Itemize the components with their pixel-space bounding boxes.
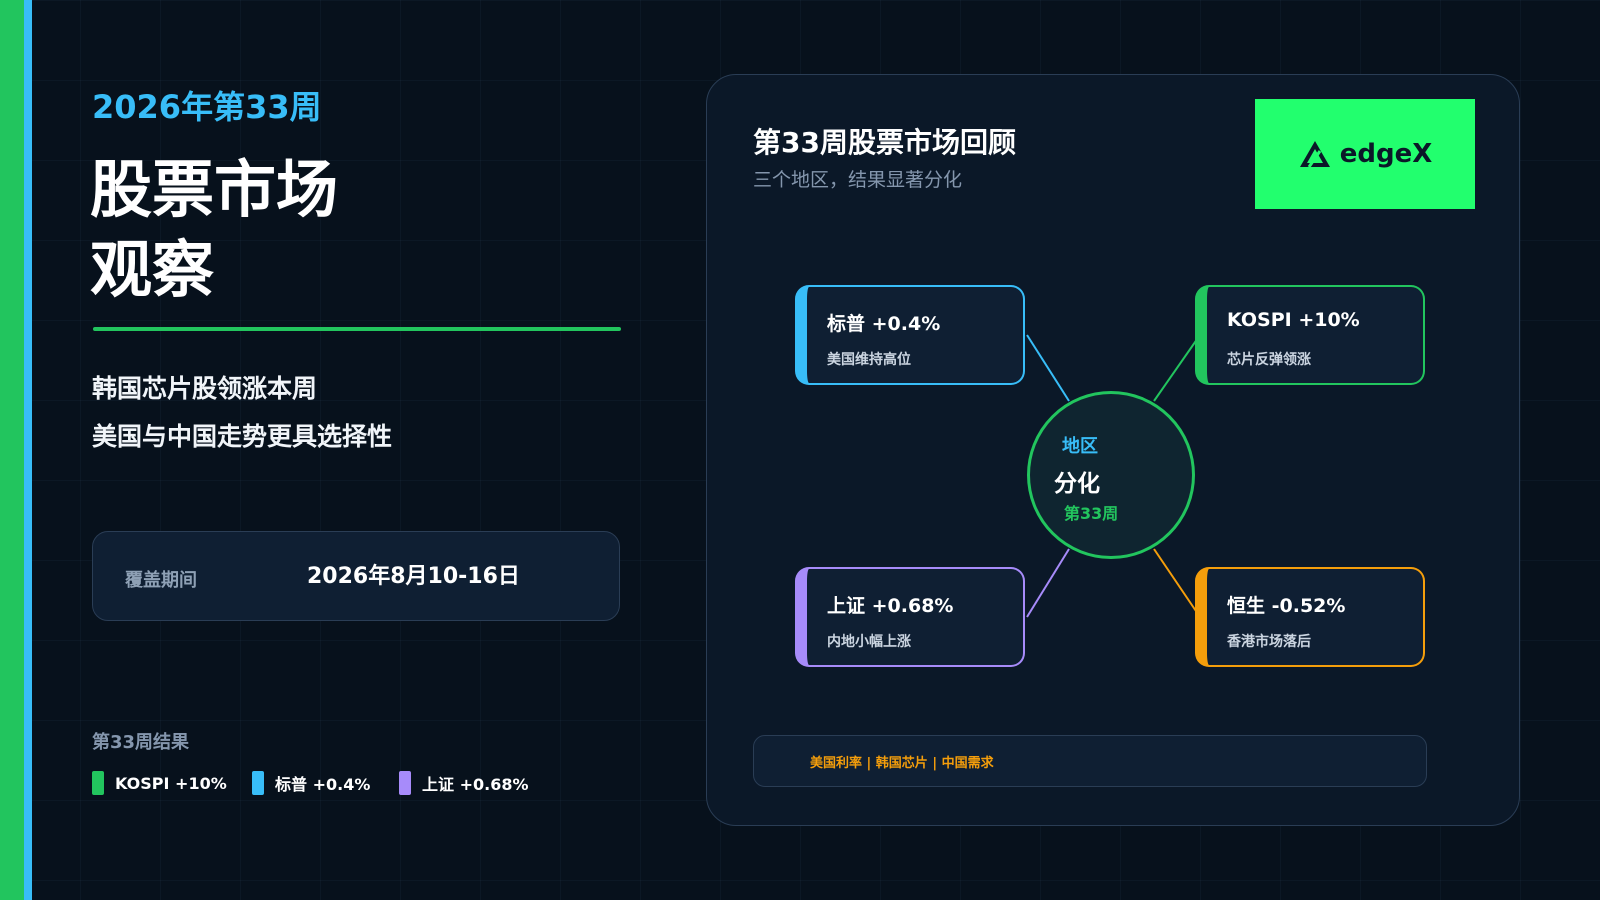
legend-item-shanghai: 上证 +0.68% xyxy=(399,770,529,796)
coverage-period-value: 2026年8月10-16日 xyxy=(307,564,520,589)
legend-swatch-kospi xyxy=(92,771,104,795)
market-review-card: 第33周股票市场回顾 三个地区，结果显著分化 edgeX 标普 +0.4% 美国… xyxy=(706,74,1520,826)
edgex-logo-icon xyxy=(1299,141,1330,168)
legend-label-kospi: KOSPI +10% xyxy=(115,773,227,793)
accent-bar-blue xyxy=(24,0,32,900)
node-hangseng: 恒生 -0.52% 香港市场落后 xyxy=(1195,567,1425,667)
node-hangseng-subtitle: 香港市场落后 xyxy=(1227,634,1311,650)
accent-bar-green xyxy=(0,0,24,900)
coverage-period-label: 覆盖期间 xyxy=(125,570,197,591)
hub-circle: 地区 分化 第33周 xyxy=(1027,391,1195,559)
node-hangseng-title: 恒生 -0.52% xyxy=(1227,595,1346,617)
edgex-brand-badge: edgeX xyxy=(1255,99,1475,209)
legend-item-kospi: KOSPI +10% xyxy=(92,770,227,796)
node-sp500-subtitle: 美国维持高位 xyxy=(827,352,911,368)
factors-strip: 美国利率 | 韩国芯片 | 中国需求 xyxy=(753,735,1427,787)
legend-swatch-sp500 xyxy=(252,771,264,795)
title-divider xyxy=(93,327,621,331)
hub-main-label: 分化 xyxy=(1054,471,1100,497)
connector-shanghai xyxy=(1026,548,1070,618)
card-subtitle: 三个地区，结果显著分化 xyxy=(753,169,963,191)
highlights: 韩国芯片股领涨本周 美国与中国走势更具选择性 xyxy=(92,365,392,461)
connector-sp500 xyxy=(1026,334,1070,402)
coverage-period-box: 覆盖期间 2026年8月10-16日 xyxy=(92,531,620,621)
page-title-line-2: 观察 xyxy=(90,233,215,306)
card-title: 第33周股票市场回顾 xyxy=(753,126,1016,159)
page-title: 股票市场 观察 xyxy=(90,150,338,310)
node-shanghai-title: 上证 +0.68% xyxy=(827,595,954,617)
node-kospi: KOSPI +10% 芯片反弹领涨 xyxy=(1195,285,1425,385)
node-shanghai-subtitle: 内地小幅上涨 xyxy=(827,634,911,650)
connector-kospi xyxy=(1153,334,1201,402)
node-sp500: 标普 +0.4% 美国维持高位 xyxy=(795,285,1025,385)
node-kospi-subtitle: 芯片反弹领涨 xyxy=(1227,352,1311,368)
hub-top-label: 地区 xyxy=(1062,436,1098,457)
brand-name: edgeX xyxy=(1339,139,1433,169)
left-accent-bar xyxy=(0,0,32,900)
hub-bottom-label: 第33周 xyxy=(1064,504,1119,523)
highlight-2: 美国与中国走势更具选择性 xyxy=(92,422,393,451)
legend-label-shanghai: 上证 +0.68% xyxy=(422,775,529,794)
factors-text: 美国利率 | 韩国芯片 | 中国需求 xyxy=(810,756,994,771)
page-title-line-1: 股票市场 xyxy=(90,153,339,226)
legend-swatch-shanghai xyxy=(399,771,411,795)
hub-connectors xyxy=(1026,334,1201,618)
results-title: 第33周结果 xyxy=(92,732,190,753)
node-sp500-title: 标普 +0.4% xyxy=(827,313,941,335)
highlight-1: 韩国芯片股领涨本周 xyxy=(92,374,318,403)
node-kospi-title: KOSPI +10% xyxy=(1227,309,1360,331)
legend-item-sp500: 标普 +0.4% xyxy=(252,770,370,796)
connector-hangseng xyxy=(1153,548,1201,618)
legend-label-sp500: 标普 +0.4% xyxy=(275,775,371,794)
node-shanghai: 上证 +0.68% 内地小幅上涨 xyxy=(795,567,1025,667)
week-label: 2026年第33周 xyxy=(92,88,322,126)
